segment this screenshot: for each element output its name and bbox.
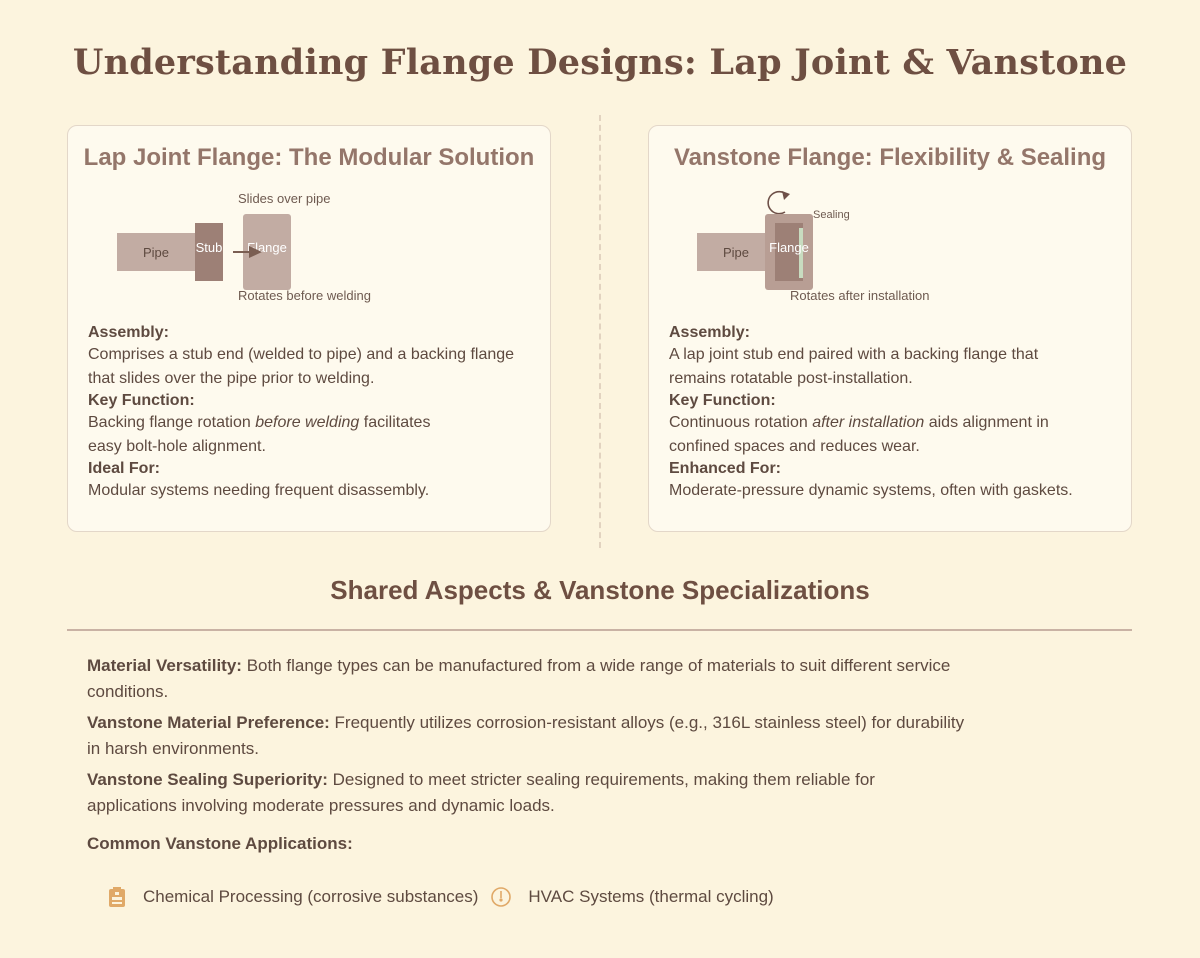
vanstone-sealing-note: Sealing [813,209,850,221]
vanstone-title: Vanstone Flange: Flexibility & Sealing [673,144,1107,171]
lap-joint-bottom-note: Rotates before welding [238,288,371,303]
lap-joint-function-post: facilitates easy bolt-hole alignment. [88,414,431,455]
shared-item-text: Both flange types can be manufactured fr… [87,656,951,701]
lap-joint-stub [195,223,223,281]
vanstone-function-emphasis: after installation [812,414,925,431]
section-divider [67,629,1132,631]
lap-joint-stub-label: Stub [196,240,223,255]
vanstone-pipe-label: Pipe [723,245,749,260]
lap-joint-function-pre: Backing flange rotation [88,414,256,431]
lap-joint-top-note: Slides over pipe [238,191,331,206]
vanstone-stub [775,223,803,281]
column-divider [599,115,601,548]
lap-joint-title: Lap Joint Flange: The Modular Solution [83,144,535,171]
page-title: Understanding Flange Designs: Lap Joint … [72,42,1128,83]
vanstone-flange-label: Flange [769,240,809,255]
vanstone-function-post: aids alignment in confined spaces and re… [669,414,1049,455]
application-item-hvac: HVAC Systems (thermal cycling) [490,886,774,908]
lap-joint-arrow-head [249,246,262,258]
application-text: HVAC Systems (thermal cycling) [528,887,774,906]
applications-label: Common Vanstone Applications: [87,834,353,853]
vanstone-gasket [799,228,803,278]
vanstone-pipe [697,233,777,271]
lap-joint-assembly-label: Assembly: [88,324,169,341]
lap-joint-pipe-label: Pipe [143,245,169,260]
lap-joint-assembly-text: Comprises a stub end (welded to pipe) an… [88,346,515,387]
lap-joint-function-emphasis: before welding [255,414,360,431]
shared-aspects-list: Material Versatility: Both flange types … [87,653,967,824]
application-item-chemical: Chemical Processing (corrosive substance… [107,886,478,908]
vanstone-enhanced-text: Moderate-pressure dynamic systems, often… [669,482,1073,499]
shared-item-material-preference: Vanstone Material Preference: Frequently… [87,710,967,762]
vanstone-bottom-note: Rotates after installation [790,288,929,303]
lap-joint-function-label: Key Function: [88,392,195,409]
rotation-arrow-head [782,191,790,200]
thermometer-circle-icon [491,887,512,907]
shared-item-text: Frequently utilizes corrosion-resistant … [87,713,965,758]
application-text: Chemical Processing (corrosive substance… [143,887,479,906]
vanstone-function-label: Key Function: [669,392,776,409]
lap-joint-ideal-label: Ideal For: [88,460,161,477]
shared-item-sealing-superiority: Vanstone Sealing Superiority: Designed t… [87,767,967,819]
applications-list: Chemical Processing (corrosive substance… [107,886,786,908]
vanstone-diagram: Sealing Pipe Flange Rotates after instal… [697,190,929,303]
lap-joint-function-text: Backing flange rotation before welding f… [88,411,468,459]
vanstone-assembly-label: Assembly: [669,324,750,341]
shared-item-label: Vanstone Sealing Superiority: [87,770,328,789]
vanstone-details: Assembly: A lap joint stub end paired wi… [669,323,1119,503]
lap-joint-diagram: Slides over pipe Pipe Stub Flange Rotate… [117,191,371,303]
shared-section-title: Shared Aspects & Vanstone Specialization… [330,575,870,605]
vanstone-enhanced-label: Enhanced For: [669,460,782,477]
lap-joint-flange [243,214,291,290]
lap-joint-ideal-text: Modular systems needing frequent disasse… [88,482,430,499]
lap-joint-details: Assembly: Comprises a stub end (welded t… [88,323,538,503]
rotation-icon [767,190,788,215]
lap-joint-pipe [117,233,197,271]
vanstone-assembly-text: A lap joint stub end paired with a backi… [669,346,1039,387]
vanstone-card: Vanstone Flange: Flexibility & Sealing S… [648,125,1132,532]
shared-item-label: Material Versatility: [87,656,242,675]
lap-joint-card: Lap Joint Flange: The Modular Solution S… [67,125,551,532]
chemical-container-icon [109,887,125,907]
shared-item-text: Designed to meet stricter sealing requir… [87,770,875,815]
vanstone-function-pre: Continuous rotation [669,414,813,431]
shared-item-material-versatility: Material Versatility: Both flange types … [87,653,967,705]
shared-item-label: Vanstone Material Preference: [87,713,330,732]
vanstone-function-text: Continuous rotation after installation a… [669,411,1074,459]
